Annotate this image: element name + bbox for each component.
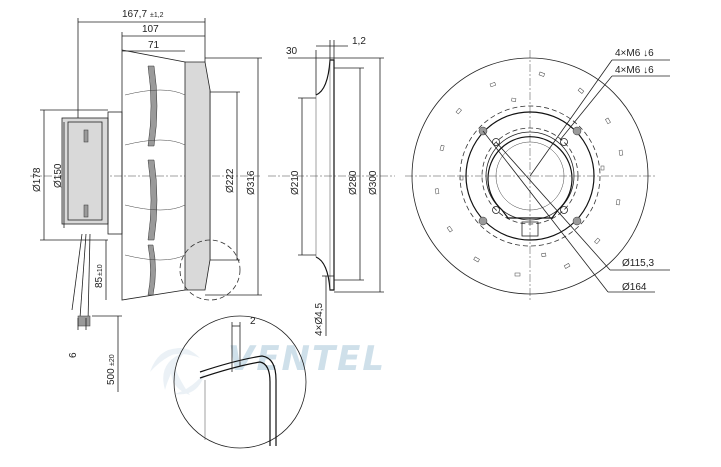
dim-167: 167,7 xyxy=(122,9,147,20)
detail-marker-circle xyxy=(179,239,241,301)
thread-hole-4 xyxy=(560,206,568,214)
dim-30: 30 xyxy=(286,46,298,57)
thread-hole-3 xyxy=(492,206,500,214)
motor-flange xyxy=(67,121,103,221)
dim-150: Ø150 xyxy=(53,163,64,188)
blade-3 xyxy=(147,244,156,296)
blade-edge-2 xyxy=(124,139,186,146)
pcd-164-label: Ø164 xyxy=(622,282,647,293)
bolt-hole-2 xyxy=(572,126,582,136)
dim-107: 107 xyxy=(142,24,159,35)
blade-edge-3 xyxy=(124,204,186,211)
thread-label-1: 4×M6 ↓6 xyxy=(615,48,654,59)
inlet-circle xyxy=(465,111,595,241)
cable-outlet xyxy=(521,221,539,237)
dim-500-tol: ±20 xyxy=(109,354,116,366)
inlet-ring-profile xyxy=(315,59,335,291)
thread-hole-2 xyxy=(560,138,568,146)
dim-280: Ø280 xyxy=(348,170,359,195)
motor-rotor xyxy=(107,111,123,235)
detail-circle xyxy=(173,315,307,449)
dim-holes: 4×Ø4,5 xyxy=(314,302,325,336)
blade-2 xyxy=(147,159,158,241)
cable-line-1 xyxy=(71,233,83,311)
detail-ring-outer xyxy=(199,355,277,446)
dim-500: 500 xyxy=(106,368,117,385)
thread-label-2: 4×M6 ↓6 xyxy=(615,65,654,76)
hub-outer xyxy=(485,131,575,221)
dim-316: Ø316 xyxy=(246,170,257,195)
dim-71: 71 xyxy=(148,40,160,51)
cable-line-3 xyxy=(87,233,91,323)
watermark-logo: VENTEL xyxy=(150,339,386,395)
pcd-115-label: Ø115,3 xyxy=(622,258,654,269)
detail-view: 2 xyxy=(173,315,307,449)
impeller-shroud xyxy=(184,61,211,291)
leader-pcd-115 xyxy=(495,141,611,271)
leader-thread-1 xyxy=(529,59,613,177)
bolt-hole-4 xyxy=(572,216,582,226)
fan-logo-icon xyxy=(150,348,205,395)
motor-clip-bottom xyxy=(83,204,89,218)
hub-plate xyxy=(487,136,573,219)
motor-clip-top xyxy=(83,129,89,143)
section-view: 30 1,2 Ø210 Ø280 Ø300 4×Ø4,5 xyxy=(268,36,395,336)
side-view: 167,7 ±1,2 107 71 Ø178 Ø150 Ø222 Ø316 85… xyxy=(30,9,262,392)
backplate-outer xyxy=(411,57,649,295)
blade-1 xyxy=(147,65,158,147)
leader-thread-2 xyxy=(559,75,613,141)
watermark-text: VENTEL xyxy=(228,339,386,379)
cable-line-2 xyxy=(79,233,87,319)
pcd-115-circle xyxy=(481,127,579,225)
dim-85: 85 xyxy=(94,276,105,288)
dim-178: Ø178 xyxy=(32,167,43,192)
dim-222: Ø222 xyxy=(225,168,236,193)
detail-ring-inner xyxy=(199,361,271,446)
dim-300: Ø300 xyxy=(368,170,379,195)
backplate-slots xyxy=(434,71,624,277)
thread-hole-1 xyxy=(492,138,500,146)
dim-85-tol: ±10 xyxy=(97,264,104,276)
dim-1-2: 1,2 xyxy=(352,36,366,47)
dim-167-tol: ±1,2 xyxy=(150,12,164,19)
front-view: 4×M6 ↓6 4×M6 ↓6 Ø115,3 Ø164 xyxy=(405,48,670,300)
dim-6: 6 xyxy=(68,352,79,358)
dim-2: 2 xyxy=(250,316,256,327)
bolt-hole-3 xyxy=(478,216,488,226)
blade-edge-1 xyxy=(124,89,186,96)
hub-inner xyxy=(495,141,565,211)
leader-pcd-164 xyxy=(482,130,609,293)
cable-ends xyxy=(77,315,91,327)
dim-210: Ø210 xyxy=(290,170,301,195)
blade-edge-4 xyxy=(124,254,186,261)
